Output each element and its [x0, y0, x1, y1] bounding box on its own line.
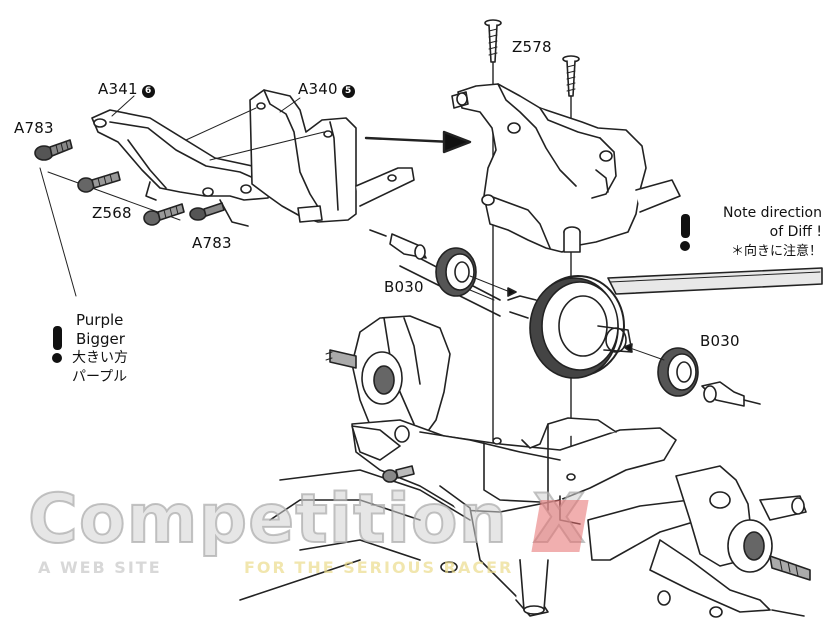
note-diff-line2: of Diff ! — [769, 224, 822, 240]
note-purple-line1: Purple — [76, 311, 124, 329]
direction-arrow — [364, 130, 472, 154]
center-post — [519, 559, 549, 615]
note-purple: Purple Bigger 大きい方 パープル — [72, 311, 128, 387]
watermark-brand-text: Competition X — [27, 479, 587, 560]
bearing-b030-right — [623, 343, 699, 397]
note-diff-line1: Note direction — [723, 205, 822, 221]
differential-pulley — [399, 247, 633, 379]
label-b030-left: B030 — [384, 278, 424, 296]
screw-z578-left — [484, 19, 502, 441]
drive-belt — [607, 267, 823, 295]
exclamation-icon-diff — [680, 214, 692, 251]
bulkhead-a340 — [219, 89, 415, 227]
watermark-tagline-left: A WEB SITE — [38, 558, 162, 577]
drive-cup-right — [701, 381, 761, 407]
screws-left — [34, 139, 225, 226]
exclamation-icon-purple — [52, 326, 64, 363]
note-purple-line2: Bigger — [76, 330, 125, 348]
screw-z568-upper — [77, 171, 121, 193]
watermark-x-mark — [531, 500, 589, 552]
label-z568: Z568 — [92, 204, 132, 222]
suspension-right — [587, 465, 811, 618]
watermark-tagline-right: FOR THE SERIOUS RACER — [244, 558, 514, 577]
label-a340-text: A340 — [298, 80, 338, 98]
label-z578: Z578 — [512, 38, 552, 56]
suspension-left — [351, 425, 415, 483]
note-purple-line3: 大きい方 — [72, 350, 128, 366]
drive-cup-left — [369, 229, 427, 260]
label-a783-top: A783 — [14, 119, 54, 137]
watermark-brand: Competition X — [27, 479, 587, 560]
bulkhead-a341 — [91, 109, 273, 201]
badge-a340: 5 — [341, 85, 355, 98]
badge-a341: 6 — [141, 85, 155, 98]
bearing-b030-left — [435, 247, 517, 301]
screw-a783-bottom — [189, 202, 225, 221]
note-diff: Note direction of Diff ! ＊向きに注意！ — [698, 204, 822, 261]
screw-z568-lower — [143, 203, 185, 226]
label-a341-text: A341 — [98, 80, 138, 98]
note-diff-line3: ＊向きに注意！ — [730, 244, 822, 259]
label-a783-bottom: A783 — [192, 234, 232, 252]
screw-a783-top — [34, 139, 73, 161]
note-purple-line4: パープル — [72, 369, 128, 385]
label-b030-right: B030 — [700, 332, 740, 350]
bulkhead-assembly-right — [451, 83, 681, 253]
